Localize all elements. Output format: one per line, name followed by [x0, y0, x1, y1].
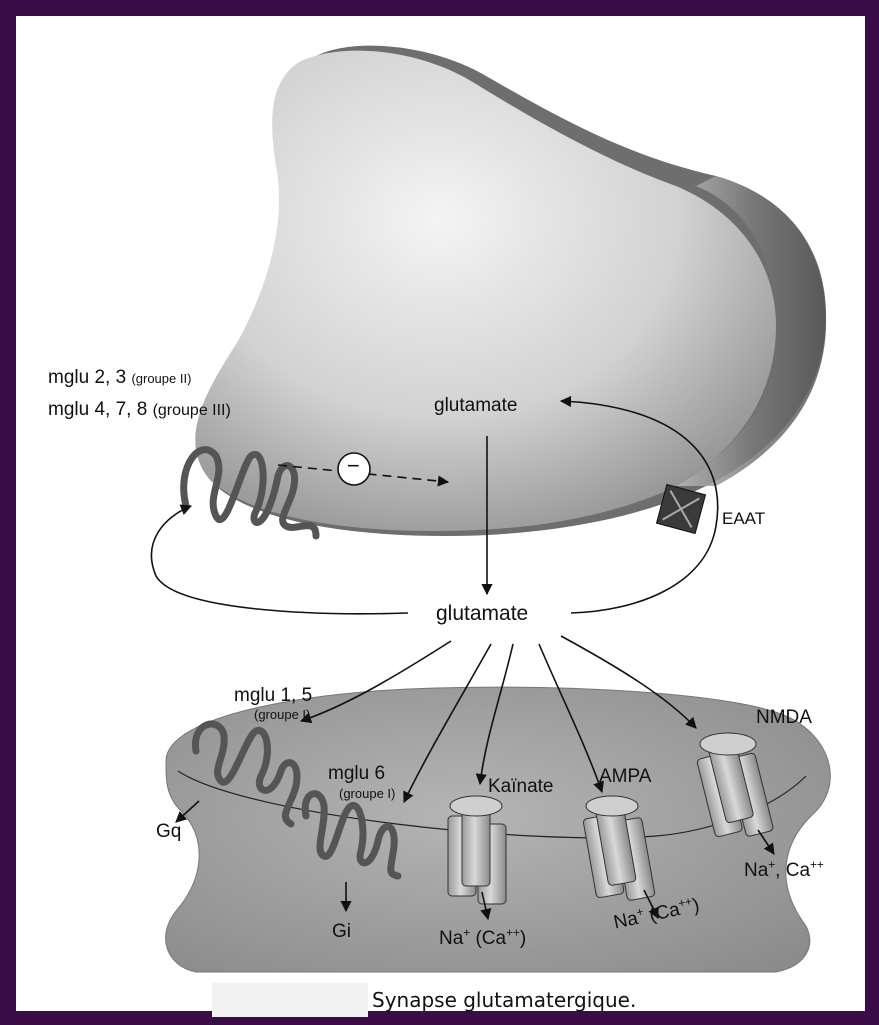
label-mglu23: mglu 2, 3 (groupe II)	[48, 368, 191, 387]
label-kainate: Kaïnate	[488, 777, 554, 796]
label-mglu6-group: (groupe I)	[339, 787, 395, 800]
label-ampa: AMPA	[599, 767, 651, 786]
label-glutamate-cleft: glutamate	[436, 603, 528, 624]
label-mglu6: mglu 6	[328, 764, 385, 783]
label-ions-kainate: Na+ (Ca++)	[439, 929, 526, 948]
caption-box	[212, 983, 368, 1017]
label-nmda: NMDA	[756, 708, 812, 727]
label-mglu478: mglu 4, 7, 8 (groupe III)	[48, 400, 231, 419]
label-gi: Gi	[332, 922, 351, 941]
label-mglu15-group: (groupe I)	[254, 708, 310, 721]
label-glutamate-presynaptic: glutamate	[434, 396, 517, 415]
figure-caption: Synapse glutamatergique.	[372, 988, 636, 1012]
label-gq: Gq	[156, 822, 181, 841]
inhibition-symbol: −	[347, 455, 360, 477]
figure-frame: mglu 2, 3 (groupe II) mglu 4, 7, 8 (grou…	[16, 16, 865, 1011]
label-eaat: EAAT	[722, 510, 765, 527]
label-mglu15: mglu 1, 5	[234, 686, 312, 705]
label-ions-nmda: Na+, Ca++	[744, 861, 824, 880]
